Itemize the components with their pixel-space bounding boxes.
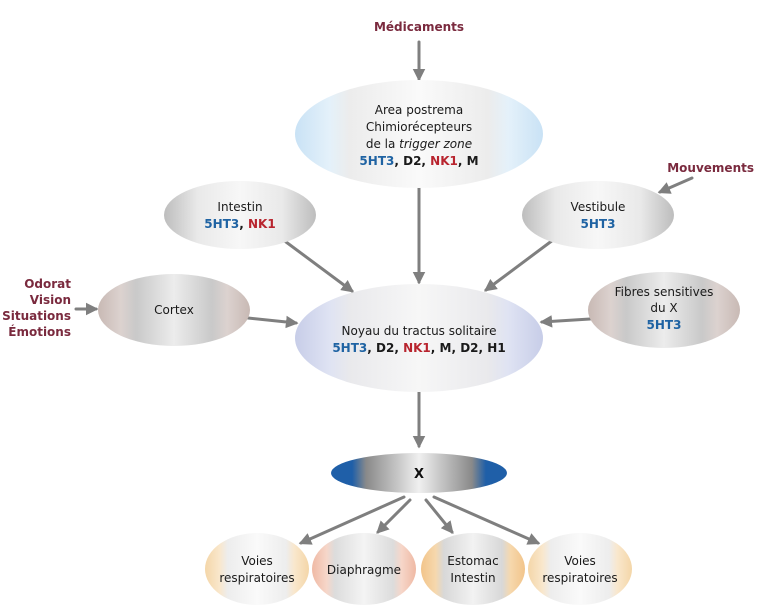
node-voies-respiratoires-right: Voies respiratoires [528, 533, 632, 605]
voies-right-line2: respiratoires [542, 571, 617, 585]
node-area-postrema: Area postrema Chimiorécepteurs de la tri… [295, 80, 543, 188]
vestibule-receptors: 5HT3 [581, 217, 616, 231]
input-medicaments: Médicaments [374, 20, 464, 34]
voies-left-line2: respiratoires [219, 571, 294, 585]
area-postrema-title: Area postrema [375, 103, 463, 117]
area-postrema-receptors: 5HT3, D2, NK1, M [359, 154, 478, 168]
area-postrema-subtitle: Chimiorécepteurs [366, 120, 472, 134]
arrow-fibres-to-noyau [539, 315, 592, 328]
node-diaphragme: Diaphragme [312, 533, 416, 605]
vestibule-label: Vestibule [571, 200, 626, 214]
input-odorat: Odorat [24, 277, 71, 291]
intestin-receptors: 5HT3, NK1 [204, 217, 275, 231]
node-estomac-intestin: Estomac Intestin [421, 533, 525, 605]
noyau-receptors: 5HT3, D2, NK1, M, D2, H1 [332, 341, 505, 355]
voies-left-line1: Voies [241, 554, 273, 568]
fibres-line2: du X [650, 301, 677, 315]
estomac-line1: Estomac [447, 554, 499, 568]
arrow-mouvements-to-vestibule [657, 176, 694, 194]
cortex-label: Cortex [154, 303, 194, 317]
area-postrema-trigger-line: de la trigger zone [366, 137, 472, 151]
input-situations: Situations [2, 309, 71, 323]
arrow-vestibule-to-noyau [483, 238, 555, 292]
voies-right-line1: Voies [564, 554, 596, 568]
input-emotions: Émotions [8, 324, 71, 339]
x-label: X [414, 467, 424, 482]
input-mouvements: Mouvements [667, 161, 754, 175]
intestin-label: Intestin [217, 200, 262, 214]
input-vision: Vision [30, 293, 71, 307]
arrow-x-to-estomac-intestin [424, 498, 454, 534]
fibres-receptors: 5HT3 [647, 318, 682, 332]
node-intestin: Intestin 5HT3, NK1 [164, 181, 316, 249]
noyau-label: Noyau du tractus solitaire [342, 324, 497, 338]
node-x: X [331, 453, 507, 493]
node-vestibule: Vestibule 5HT3 [522, 181, 674, 249]
arrows [74, 40, 694, 545]
estomac-line2: Intestin [450, 571, 495, 585]
diaphragme-label: Diaphragme [327, 563, 401, 577]
arrow-intestin-to-noyau [280, 237, 355, 293]
fibres-line1: Fibres sensitives [615, 285, 714, 299]
node-voies-respiratoires-left: Voies respiratoires [205, 533, 309, 605]
arrow-x-to-voies-respiratoires-left [298, 495, 406, 545]
arrow-x-to-voies-respiratoires-right [432, 495, 541, 545]
node-fibres-sensitives: Fibres sensitives du X 5HT3 [588, 272, 740, 348]
arrow-cortex-to-noyau [246, 315, 299, 329]
node-cortex: Cortex [98, 274, 250, 346]
node-noyau-tractus-solitaire: Noyau du tractus solitaire 5HT3, D2, NK1… [295, 284, 543, 392]
arrow-x-to-diaphragme [376, 498, 412, 534]
